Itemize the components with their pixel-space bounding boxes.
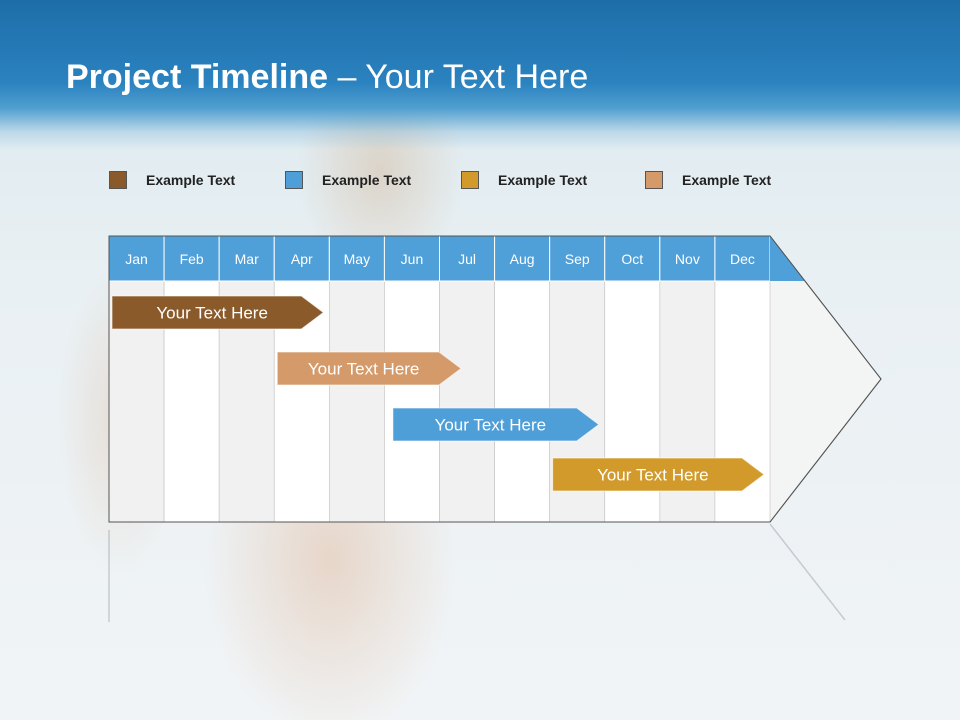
month-header-cell: [439, 235, 496, 282]
legend-label-2: Example Text: [322, 172, 412, 188]
month-header-cell: [218, 235, 275, 282]
task-label-4: Your Text Here: [597, 466, 709, 485]
month-label: Mar: [235, 251, 259, 267]
task-arrow-2: [276, 351, 462, 386]
month-label: Dec: [730, 251, 755, 267]
task-arrow-1: [111, 295, 325, 330]
month-header-cell: [163, 235, 220, 282]
month-label: Aug: [510, 251, 535, 267]
timeline-arrow-outline: [108, 235, 882, 523]
title-bold: Project Timeline: [66, 58, 329, 96]
month-label: Jul: [458, 251, 476, 267]
header-band: [0, 0, 960, 150]
task-label-2: Your Text Here: [308, 360, 420, 379]
legend-label-4: Example Text: [682, 172, 772, 188]
task-label-1: Your Text Here: [156, 304, 268, 323]
month-column: [439, 280, 495, 523]
month-label: Nov: [675, 251, 700, 267]
legend-swatch-2: [285, 171, 303, 189]
month-label: Oct: [621, 251, 643, 267]
legend-label-1: Example Text: [146, 172, 236, 188]
month-label: May: [344, 251, 370, 267]
month-column: [328, 280, 385, 523]
month-label: Jan: [125, 251, 148, 267]
task-label-3: Your Text Here: [435, 416, 547, 435]
timeline-reflection: [108, 523, 846, 622]
month-label: Jun: [401, 251, 424, 267]
month-label: Apr: [291, 251, 313, 267]
legend-label-3: Example Text: [498, 172, 588, 188]
legend-swatch-3: [461, 171, 479, 189]
task-arrow-4: [552, 457, 765, 492]
title-rest: – Your Text Here: [328, 58, 589, 96]
month-header-cell: [659, 235, 716, 282]
task-arrow-3: [392, 407, 600, 442]
month-header-cell: [273, 235, 330, 282]
slide-title: Project Timeline – Your Text Here: [66, 58, 588, 97]
month-label: Sep: [565, 251, 590, 267]
month-header-cell: [108, 235, 165, 282]
month-header-cell: [549, 235, 606, 282]
month-column: [384, 280, 440, 523]
month-label: Feb: [180, 251, 204, 267]
legend-swatch-1: [109, 171, 127, 189]
month-column: [494, 280, 551, 523]
legend-swatch-4: [645, 171, 663, 189]
